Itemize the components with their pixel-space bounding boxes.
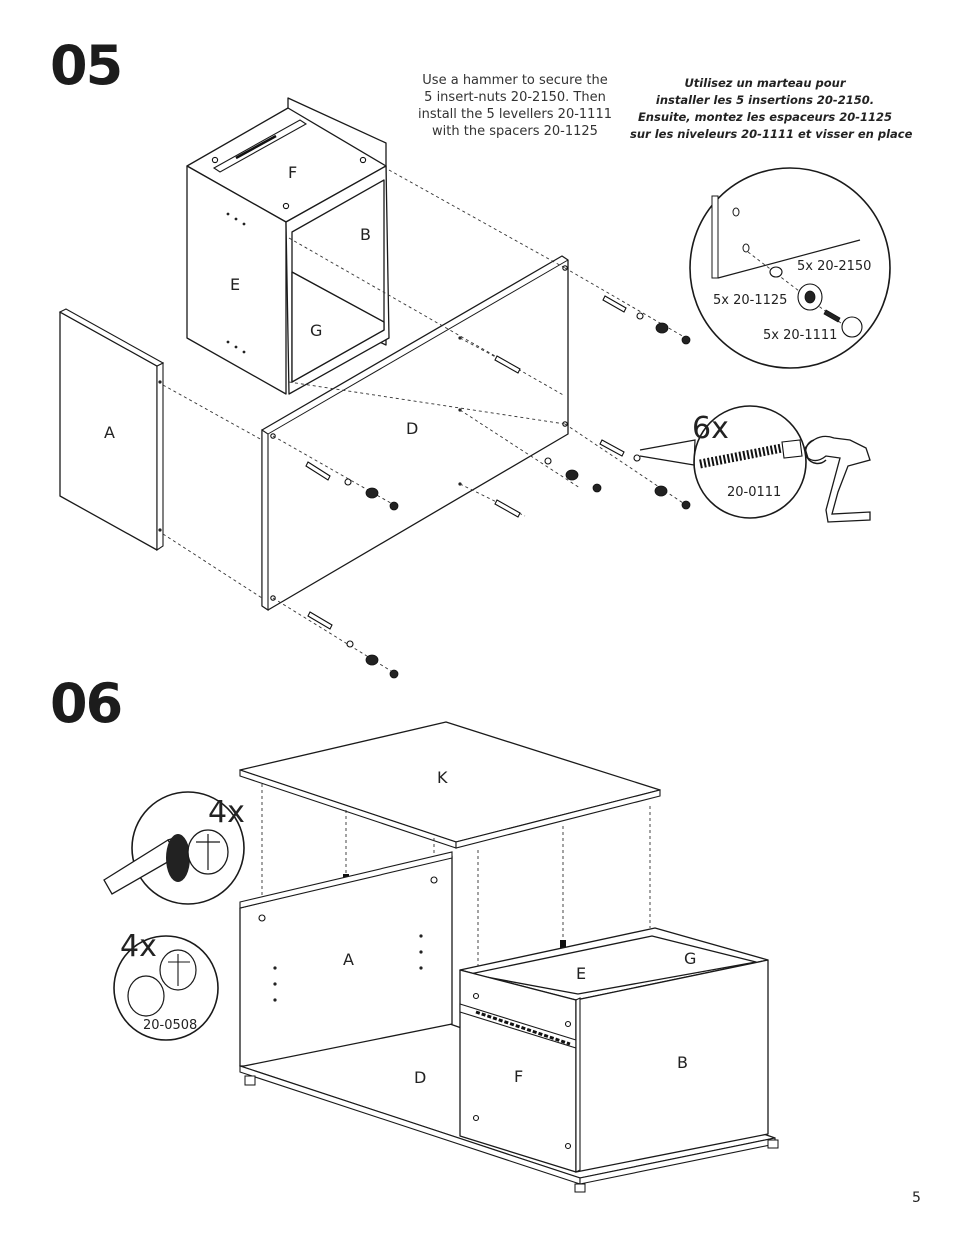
hardware-set — [305, 295, 691, 679]
instruction-line: Ensuite, montez les espaceurs 20-1125 — [637, 110, 893, 124]
step06-diagram: K — [103, 721, 779, 1193]
panel-label-A-step06: A — [343, 950, 354, 969]
instruction-line: sur les niveleurs 20-1111 et visser en p… — [630, 127, 913, 141]
cabinet-box — [186, 97, 390, 395]
panel-label-B: B — [360, 225, 371, 244]
cover-cap-icon — [127, 949, 197, 1017]
instructions-english: Use a hammer to secure the 5 insert-nuts… — [405, 72, 625, 140]
leveller-qty-label: 5x 20-1111 — [763, 328, 837, 343]
panel-label-B-step06: B — [677, 1053, 688, 1072]
panel-K — [239, 721, 661, 849]
panel-label-E: E — [230, 275, 240, 294]
panel-label-D-step06: D — [414, 1068, 426, 1087]
screwdriver-detail-callout — [103, 791, 245, 905]
page-number: 5 — [912, 1190, 921, 1206]
cam-bolt-wrench-icon — [804, 435, 871, 523]
instruction-line: installer les 5 insertions 20-2150. — [655, 93, 875, 107]
cam-bolt-part-label: 20-0111 — [727, 485, 781, 500]
instruction-line: Utilisez un marteau pour — [684, 76, 846, 90]
instruction-line: with the spacers 20-1125 — [432, 124, 598, 139]
cam-bolt-qty-label: 6x — [692, 411, 729, 446]
cabinet-unit — [459, 927, 769, 1173]
panel-label-F: F — [288, 163, 297, 182]
spacer-qty-label: 5x 20-1125 — [713, 293, 787, 308]
cover-cap-detail-callout — [113, 935, 219, 1041]
panel-label-G-step06: G — [684, 949, 696, 968]
instructions-french: Utilisez un marteau pour installer les 5… — [630, 75, 913, 143]
panel-label-A: A — [104, 423, 115, 442]
panel-label-G: G — [310, 321, 322, 340]
panel-label-D: D — [406, 419, 418, 438]
cam-bolt-detail-callout — [639, 405, 871, 523]
panel-label-E-step06: E — [576, 964, 586, 983]
instruction-line: Use a hammer to secure the — [422, 73, 608, 88]
panel-label-F-step06: F — [514, 1067, 523, 1086]
panel-A — [58, 308, 165, 552]
panel-label-K: K — [437, 768, 448, 787]
screwdriver-qty-label: 4x — [208, 795, 245, 830]
cover-cap-part-label: 20-0508 — [143, 1018, 197, 1033]
instruction-line: 5 insert-nuts 20-2150. Then — [424, 90, 606, 105]
cover-cap-qty-label: 4x — [120, 929, 157, 964]
leveller-detail-callout — [689, 167, 891, 369]
instruction-line: install the 5 levellers 20-1111 — [417, 107, 612, 122]
step-number-06: 06 — [50, 672, 123, 735]
step05-diagram: F B E G A D — [58, 97, 891, 679]
step-number-05: 05 — [50, 34, 123, 97]
insert-nut-qty-label: 5x 20-2150 — [797, 259, 871, 274]
panel-D — [261, 255, 569, 612]
